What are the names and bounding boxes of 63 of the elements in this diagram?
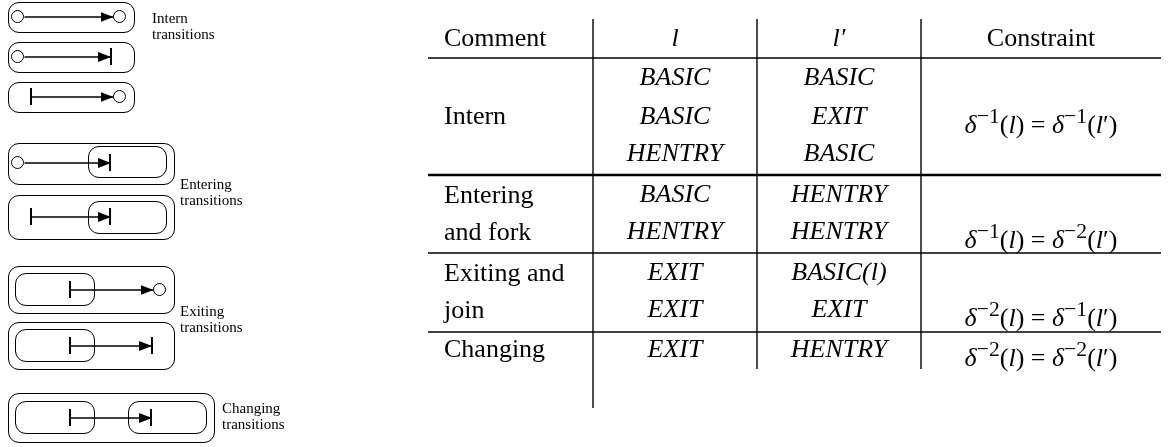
row-label: Exiting and join — [444, 257, 566, 326]
arrow — [23, 52, 112, 62]
rounded-box — [14, 328, 95, 362]
rounded-box — [87, 200, 167, 234]
label-value: BASIC — [639, 61, 711, 93]
group-caption: Changing transitions — [222, 400, 286, 432]
label-value: HENTRY — [790, 333, 888, 365]
bar-mark — [69, 280, 72, 298]
column-header: l — [671, 22, 679, 54]
label-value: HENTRY — [626, 137, 724, 169]
bar-mark — [150, 337, 153, 355]
constraint-formula: δ$^{−1}$(l) = δ$^{−1}$(l′) — [964, 103, 1118, 141]
label-value: BASIC — [639, 178, 711, 210]
label-value: HENTRY — [626, 215, 724, 247]
bar-mark — [109, 153, 112, 171]
constraint-formula: δ$^{−1}$(l) = δ$^{−2}$(l′) — [964, 218, 1118, 256]
label-value: BASIC — [803, 61, 875, 93]
arrow — [70, 341, 153, 351]
arrow — [70, 413, 153, 423]
rounded-box — [14, 272, 95, 306]
label-value: EXIT — [811, 100, 867, 132]
label-value: HENTRY — [790, 215, 888, 247]
row-label: Changing — [444, 333, 546, 365]
arrow — [30, 212, 112, 222]
bar-mark — [29, 208, 32, 226]
column-header: Comment — [444, 22, 547, 54]
arrow — [23, 12, 115, 22]
arrow — [23, 158, 112, 168]
rounded-box — [8, 266, 175, 314]
rounded-box — [127, 400, 207, 434]
rounded-box — [8, 143, 175, 185]
rounded-box — [8, 42, 135, 73]
constraint-formula: δ$^{−2}$(l) = δ$^{−1}$(l′) — [964, 296, 1118, 334]
bar-mark — [69, 408, 72, 426]
group-caption: Entering transitions — [180, 176, 244, 208]
bar-mark — [109, 207, 112, 225]
bar-mark — [69, 336, 72, 354]
rounded-box — [8, 195, 175, 240]
label-value: EXIT — [811, 293, 867, 325]
bar-mark — [29, 88, 32, 106]
label-value: BASIC — [803, 137, 875, 169]
arrow — [70, 285, 155, 295]
row-label: Entering and fork — [444, 179, 535, 248]
row-label: Intern — [444, 100, 507, 132]
rounded-box — [87, 145, 167, 178]
label-value: BASIC — [639, 100, 711, 132]
label-value: EXIT — [647, 333, 703, 365]
rounded-box — [8, 2, 135, 33]
rounded-box — [14, 400, 95, 434]
label-value: EXIT — [647, 293, 703, 325]
rounded-box — [8, 393, 215, 443]
bar-mark — [150, 408, 153, 426]
label-value: EXIT — [647, 256, 703, 288]
column-header: Constraint — [986, 22, 1096, 54]
label-value: HENTRY — [790, 178, 888, 210]
column-header: l′ — [832, 22, 846, 54]
group-caption: Exiting transitions — [180, 303, 244, 335]
constraint-formula: δ$^{−2}$(l) = δ$^{−2}$(l′) — [964, 336, 1118, 374]
bar-mark — [109, 48, 112, 66]
label-value: BASIC(l) — [791, 256, 887, 288]
rounded-box — [8, 82, 135, 113]
rounded-box — [8, 322, 175, 370]
group-caption: Intern transitions — [152, 10, 216, 42]
